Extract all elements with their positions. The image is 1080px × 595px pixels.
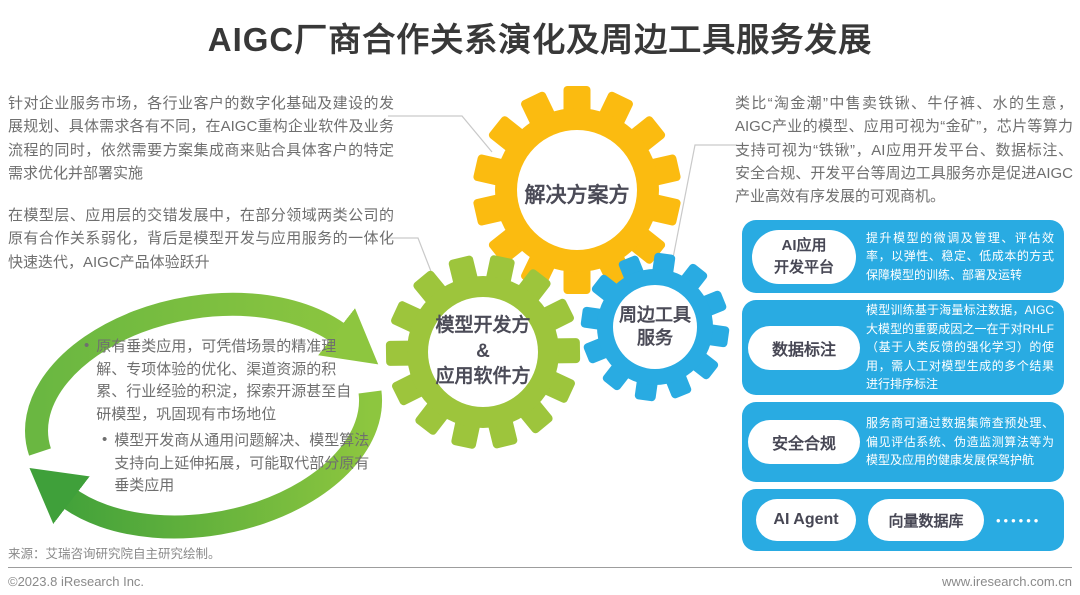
card-security-compliance: 安全合规 服务商可通过数据集筛查预处理、偏见评估系统、伪造监测算法等为模型及应用… (742, 402, 1064, 482)
gear-label-solution: 解决方案方 (524, 184, 630, 207)
cycle-bullet-1-text: 原有垂类应用，可凭借场景的精准理解、专项体验的优化、渠道资源的积累、行业经验的积… (96, 338, 352, 423)
cycle-arrow-top (25, 292, 379, 456)
tool-cards-column: AI应用 开发平台 提升模型的微调及管理、评估效率，以弹性、稳定、低成本的方式保… (742, 220, 1064, 551)
card-ai-dev-platform: AI应用 开发平台 提升模型的微调及管理、评估效率，以弹性、稳定、低成本的方式保… (742, 220, 1064, 293)
gear-label-tools: 周边工具 服务 (619, 305, 691, 349)
connector-line-left-bottom (388, 237, 433, 275)
connector-line-right (672, 144, 737, 259)
connector-line-left-top (388, 115, 493, 153)
right-paragraph: 类比“淘金潮”中售卖铁锹、牛仔裤、水的生意，AIGC产业的模型、应用可视为“金矿… (735, 95, 1073, 205)
cycle-arrow-bottom (29, 390, 383, 539)
cycle-bullet-1: • 原有垂类应用，可凭借场景的精准理解、专项体验的优化、渠道资源的积累、行业经验… (84, 336, 362, 426)
card-pill-zone: AI应用 开发平台 (742, 229, 866, 284)
gear-tools (580, 252, 730, 402)
left-paragraph-1: 针对企业服务市场，各行业客户的数字化基础及建设的发展规划、具体需求各有不同，在A… (8, 95, 394, 182)
gear-label-model-app: 模型开发方 & 应用软件方 (435, 315, 531, 388)
copyright-text: ©2023.8 iResearch Inc. (8, 574, 145, 589)
card-data-labeling: 数据标注 模型训练基于海量标注数据，AIGC大模型的重要成因之一在于对RHLF（… (742, 300, 1064, 395)
page-title: AIGC厂商合作关系演化及周边工具服务发展 (207, 21, 873, 58)
gear-solution (473, 86, 681, 294)
pill-data-labeling: 数据标注 (748, 325, 860, 370)
card-pill-zone: 安全合规 (742, 420, 866, 464)
pill-security-compliance: 安全合规 (748, 420, 860, 464)
left-paragraph-2: 在模型层、应用层的交错发展中，在部分领域两类公司的原有合作关系弱化，背后是模型开… (8, 207, 394, 271)
pill-vector-db: 向量数据库 (868, 499, 984, 541)
source-note: 来源：艾瑞咨询研究院自主研究绘制。 (8, 547, 221, 561)
more-dots: •••••• (996, 512, 1042, 528)
card-desc-data-labeling: 模型训练基于海量标注数据，AIGC大模型的重要成因之一在于对RHLF（基于人类反… (866, 303, 1054, 392)
pill-ai-agent: AI Agent (756, 499, 856, 541)
card-other-tools: AI Agent 向量数据库 •••••• (742, 489, 1064, 551)
website-text: www.iresearch.com.cn (941, 574, 1072, 589)
card-desc-ai-dev-platform: 提升模型的微调及管理、评估效率，以弹性、稳定、低成本的方式保障模型的训练、部署及… (866, 230, 1054, 282)
cycle-bullet-2-text: 模型开发商从通用问题解决、模型算法支持向上延伸拓展，可能取代部分原有垂类应用 (114, 432, 370, 494)
cycle-bullet-2: • 模型开发商从通用问题解决、模型算法支持向上延伸拓展，可能取代部分原有垂类应用 (102, 430, 374, 498)
bullet-marker: • (102, 431, 108, 448)
card-pill-zone: 数据标注 (742, 325, 866, 370)
footer-divider (8, 567, 1072, 568)
gear-model-app (385, 255, 581, 449)
pill-ai-dev-platform: AI应用 开发平台 (752, 229, 856, 284)
bullet-marker: • (84, 337, 90, 354)
card-desc-security-compliance: 服务商可通过数据集筛查预处理、偏见评估系统、伪造监测算法等为模型及应用的健康发展… (866, 416, 1054, 468)
